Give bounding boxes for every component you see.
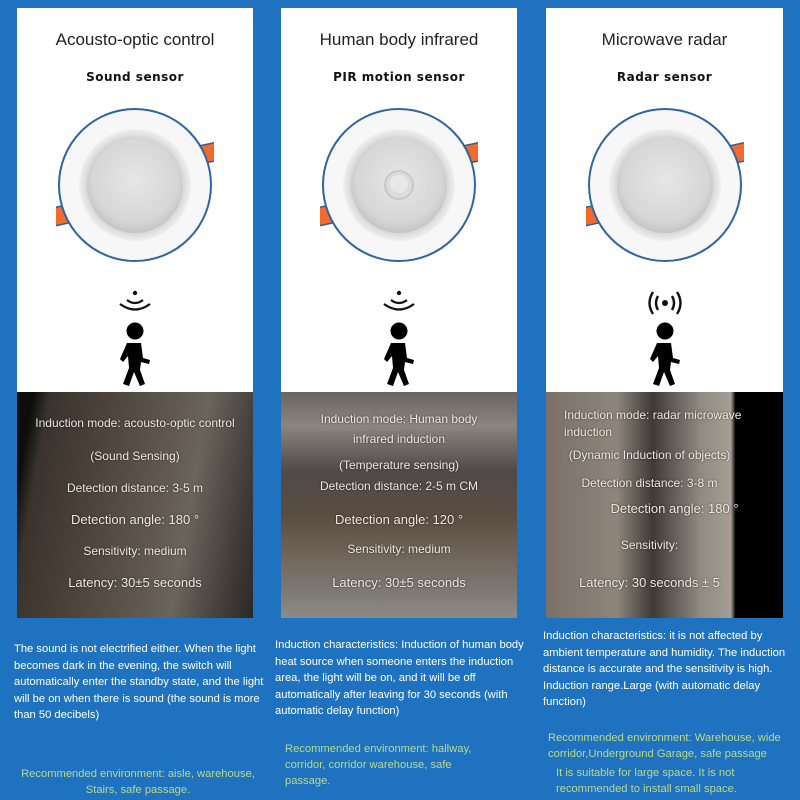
spec-line: Induction mode: radar microwave [564, 408, 742, 422]
downlight-lamp-image [56, 108, 214, 262]
column-acousto-optic: Acousto-optic control Sound sensor Induc… [17, 8, 253, 618]
installation-note: It is suitable for large space. It is no… [556, 767, 737, 795]
spec-line: Sensitivity: medium [347, 542, 451, 556]
spec-line: Detection distance: 3-8 m [581, 476, 718, 490]
spec-line: (Sound Sensing) [90, 449, 180, 463]
product-card: Human body infrared PIR motion sensor [281, 8, 517, 392]
spec-line: Sensitivity: medium [83, 544, 187, 558]
column-title: Human body infrared [319, 30, 479, 49]
spec-line: Latency: 30±5 seconds [332, 575, 466, 590]
spec-line: Latency: 30±5 seconds [68, 575, 202, 590]
spec-line: Detection angle: 120 ° [334, 512, 464, 527]
spec-line: Latency: 30 seconds ± 5 [579, 575, 720, 590]
radar-broadcast-icon [647, 291, 682, 315]
column-subtitle: PIR motion sensor [333, 70, 465, 84]
spec-line: Induction mode: acousto-optic control [35, 416, 235, 430]
column-microwave-radar: Microwave radar Radar sensor Induction m… [546, 8, 783, 618]
spec-line: Detection angle: 180 ° [610, 501, 739, 516]
column-title: Acousto-optic control [55, 30, 215, 49]
column-title: Microwave radar [601, 30, 728, 49]
column-description: The sound is not electrified either. Whe… [14, 643, 264, 721]
spec-line: Sensitivity: [620, 538, 679, 552]
recommended-environment: Recommended environment: aisle, warehous… [21, 768, 255, 796]
warehouse-photo-panel: Induction mode: Human body infrared indu… [281, 392, 517, 618]
corridor-photo-panel: Induction mode: acousto-optic control (S… [17, 392, 253, 618]
column-description: Induction characteristics: Induction of … [275, 639, 524, 717]
spec-line: (Dynamic Induction of objects) [568, 448, 731, 462]
product-card: Microwave radar Radar sensor [546, 8, 783, 392]
pir-downlight-lamp-image [320, 108, 478, 262]
radar-downlight-lamp-image [585, 108, 744, 262]
recommended-environment: Recommended environment: hallway, corrid… [285, 743, 472, 787]
room-photo-panel: Induction mode: radar microwave inductio… [546, 392, 783, 618]
column-subtitle: Sound sensor [86, 70, 184, 84]
spec-line: Induction mode: Human body [320, 412, 478, 426]
column-human-body-infrared: Human body infrared PIR motion sensor In… [281, 8, 517, 618]
spec-line: infrared induction [352, 432, 446, 446]
column-description: Induction characteristics: it is not aff… [543, 630, 786, 708]
product-card: Acousto-optic control Sound sensor [17, 8, 253, 392]
spec-line: Detection distance: 2-5 m CM [319, 479, 479, 493]
walking-person-icon [120, 322, 150, 386]
walking-person-icon [649, 322, 680, 386]
spec-line: Detection distance: 3-5 m [66, 481, 204, 495]
spec-line: induction [564, 425, 613, 439]
sound-wave-icon [119, 290, 151, 311]
infrared-wave-icon [383, 290, 415, 311]
column-subtitle: Radar sensor [616, 70, 713, 84]
spec-line: (Temperature sensing) [338, 458, 460, 472]
walking-person-icon [384, 322, 414, 386]
recommended-environment: Recommended environment: Warehouse, wide… [548, 732, 781, 760]
spec-line: Detection angle: 180 ° [70, 512, 200, 527]
